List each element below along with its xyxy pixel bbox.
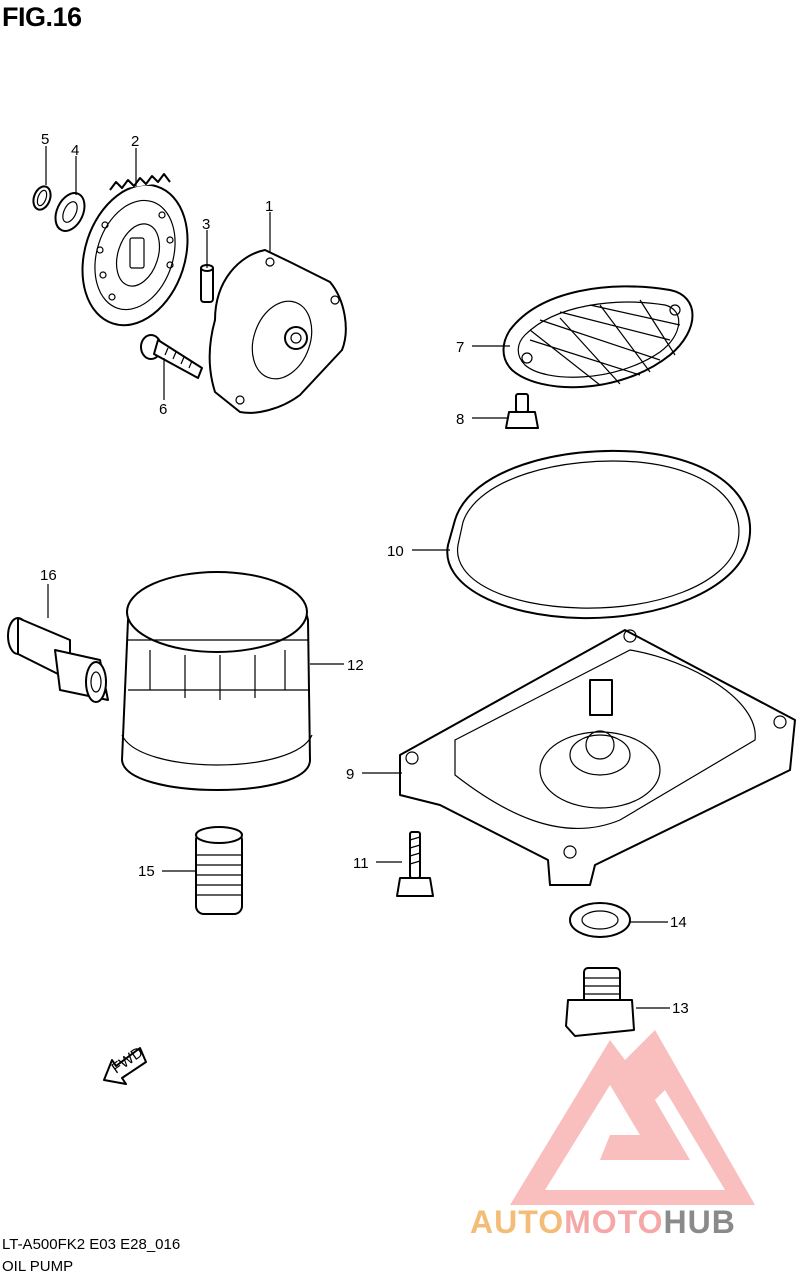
automotohub-logo-mark: [510, 1030, 755, 1205]
part-16-oil-pressure-switch[interactable]: [7, 617, 109, 703]
brand-auto: AUTO: [470, 1204, 565, 1240]
callout-15: 15: [138, 863, 155, 880]
brand-hub: HUB: [663, 1204, 736, 1240]
part-6-bolt[interactable]: [140, 334, 203, 379]
callout-2: 2: [131, 133, 139, 150]
section-name: OIL PUMP: [2, 1258, 74, 1275]
callout-4: 4: [71, 142, 79, 159]
callout-8: 8: [456, 411, 464, 428]
brand-moto: MOTO: [564, 1204, 664, 1240]
part-10-gasket[interactable]: [446, 449, 751, 620]
part-9-oil-pan[interactable]: [399, 629, 796, 886]
automotohub-watermark: AUTOMOTOHUB: [470, 1204, 736, 1241]
callout-13: 13: [672, 1000, 689, 1017]
leader-lines: [45, 146, 670, 1009]
callout-10: 10: [387, 543, 404, 560]
callout-14: 14: [670, 914, 687, 931]
part-8-screw[interactable]: [505, 393, 539, 429]
callout-6: 6: [159, 401, 167, 418]
part-3-pin[interactable]: [200, 264, 214, 303]
part-13-drain-plug[interactable]: [565, 967, 635, 1037]
callout-12: 12: [347, 657, 364, 674]
part-5-circlip[interactable]: [30, 184, 53, 212]
callout-16: 16: [40, 567, 57, 584]
part-2-oil-pump-gear[interactable]: [65, 171, 205, 339]
part-4-washer[interactable]: [50, 188, 90, 235]
callout-11: 11: [353, 855, 369, 872]
part-15-union-bolt[interactable]: [195, 826, 243, 915]
fwd-arrow-icon: FWD: [103, 1044, 147, 1085]
callout-9: 9: [346, 766, 354, 783]
part-12-oil-filter[interactable]: [121, 571, 313, 791]
part-11-bolt[interactable]: [396, 831, 434, 897]
callout-5: 5: [41, 131, 49, 148]
part-14-gasket[interactable]: [569, 902, 631, 938]
part-1-oil-pump[interactable]: [208, 249, 347, 414]
figure-title: FIG.16: [2, 2, 82, 32]
model-code: LT-A500FK2 E03 E28_016: [2, 1236, 181, 1253]
callout-7: 7: [456, 339, 464, 356]
callout-3: 3: [202, 216, 210, 233]
callout-1: 1: [265, 198, 273, 215]
part-7-oil-strainer[interactable]: [502, 285, 694, 389]
